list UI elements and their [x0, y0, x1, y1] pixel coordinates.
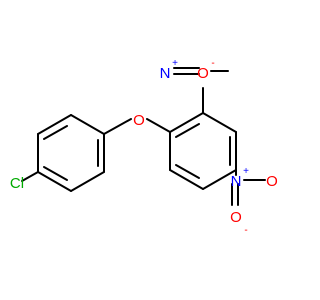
- atom-nitro1-minus: -: [211, 58, 214, 69]
- bond-ring1-5: [37, 114, 72, 135]
- atom-nitro2-oxygen-right: O: [266, 173, 278, 190]
- dinitrophenyl-ring: [169, 112, 237, 190]
- double-bond-ring1-b: [43, 166, 68, 181]
- bond-o-ring2: [146, 118, 171, 133]
- structure-canvas: O Cl N + O - N + O - O: [9, 58, 278, 236]
- atom-chlorine: Cl: [10, 175, 24, 192]
- bond-ring2-2: [202, 112, 237, 133]
- atom-nitro2-oxygen-down: O: [230, 209, 242, 226]
- atom-nitro2-minus: -: [244, 225, 247, 236]
- atom-oxygen-ether: O: [133, 112, 145, 129]
- atom-nitro1-oxygen: O: [197, 65, 209, 82]
- double-bond-ring2-a: [175, 123, 200, 138]
- bond-ring1-o: [103, 118, 132, 135]
- bond-ring1-6: [70, 114, 105, 135]
- bond-ring2-5: [169, 169, 204, 190]
- bond-c-cl: [21, 171, 39, 182]
- atom-nitro1-nitrogen: N: [160, 65, 171, 82]
- chlorophenyl-ring: [37, 114, 105, 192]
- bond-ring2-1: [169, 112, 204, 133]
- atom-nitro1-plus: +: [172, 58, 178, 69]
- atom-nitro2-plus: +: [243, 166, 249, 177]
- molecule-drawing: O Cl N + O - N + O - O: [10, 58, 278, 236]
- bond-ring2-4: [202, 169, 237, 190]
- atom-nitro2-nitrogen: N: [231, 173, 242, 190]
- bond-ring1-3: [37, 171, 72, 192]
- double-bond-ring1-c: [43, 125, 68, 140]
- bond-ring1-2: [70, 171, 105, 192]
- double-bond-ring2-c: [175, 164, 200, 179]
